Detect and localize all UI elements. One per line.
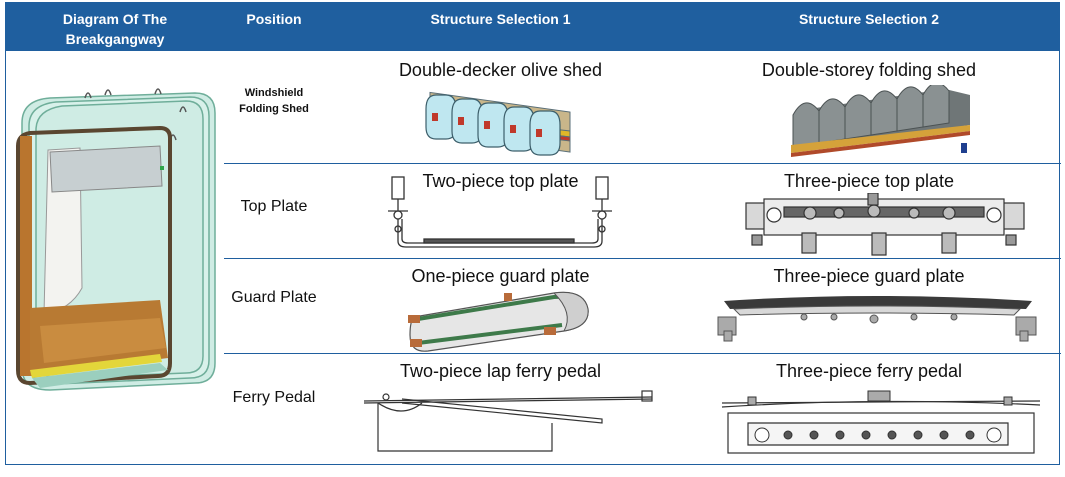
caption-three-piece-top-plate: Three-piece top plate [783,171,955,191]
position-windshield-folding-shed: Windshield Folding Shed [239,87,309,115]
breakgangway-diagram [16,88,216,391]
caption-one-piece-guard-plate: One-piece guard plate [411,266,590,286]
three-piece-top-plate-image [745,193,1025,256]
caption-two-piece-lap-ferry-pedal: Two-piece lap ferry pedal [399,361,602,381]
breakgangway-table: Diagram Of The Breakgangway Position Str… [5,2,1061,465]
row-divider [224,258,1061,259]
header-selection-1: Structure Selection 1 [430,11,571,27]
caption-two-piece-top-plate: Two-piece top plate [422,171,579,191]
olive-shed-image [425,91,571,156]
two-piece-top-plate-image [388,176,612,248]
one-piece-guard-plate-image [408,291,589,352]
header-selection-2: Structure Selection 2 [798,11,940,27]
three-piece-guard-plate-image [717,296,1037,342]
header-diagram: Diagram Of The Breakgangway [62,11,168,47]
caption-double-storey-folding-shed: Double-storey folding shed [761,60,977,80]
caption-double-decker-olive-shed: Double-decker olive shed [398,60,603,80]
position-top-plate: Top Plate [240,197,308,215]
header-position: Position [246,11,302,27]
position-guard-plate: Guard Plate [231,288,317,306]
row-divider [224,163,1061,164]
three-piece-ferry-pedal-image [721,390,1041,454]
caption-three-piece-ferry-pedal: Three-piece ferry pedal [775,361,963,381]
table-header: Diagram Of The Breakgangway Position Str… [6,3,1059,51]
folding-shed-image [791,85,970,157]
position-ferry-pedal: Ferry Pedal [232,388,316,406]
two-piece-lap-ferry-pedal-image [363,390,653,452]
row-divider [224,353,1061,354]
caption-three-piece-guard-plate: Three-piece guard plate [773,266,965,286]
